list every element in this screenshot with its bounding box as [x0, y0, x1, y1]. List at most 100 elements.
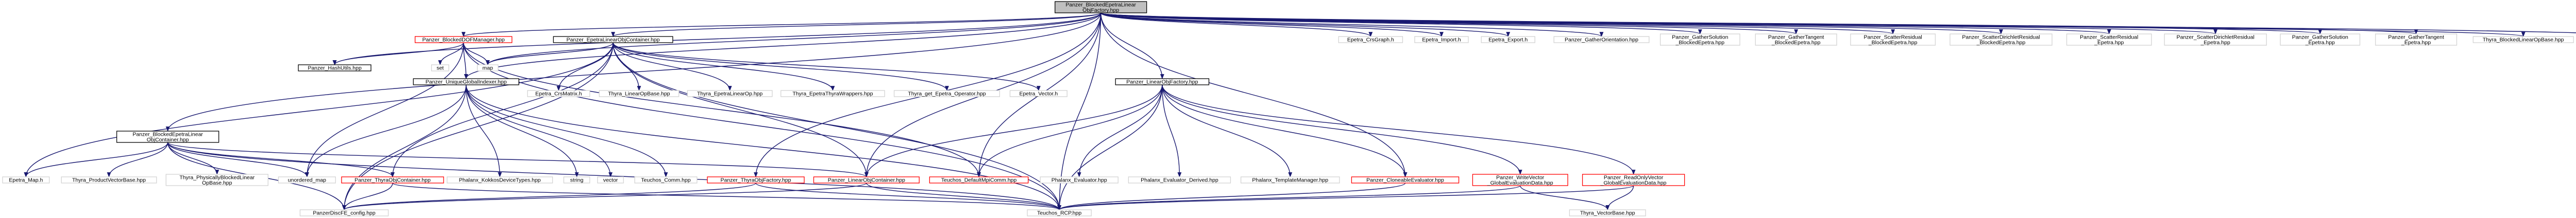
node-label: Panzer_BlockedEpetraLinear	[1065, 2, 1136, 8]
edge-epetra-linobjcontainer-to-epetra-map	[24, 42, 614, 177]
edge-epetra-linobjcontainer-to-thyra-get-epetra-operator	[613, 42, 949, 91]
node-box	[1950, 33, 2053, 46]
node-linear-obj-factory[interactable]: Panzer_LinearObjFactory.hpp	[1115, 78, 1210, 85]
edge-unique-global-indexer-to-vector	[465, 84, 613, 177]
node-label: Panzer_GatherSolution	[2292, 34, 2348, 40]
node-thyra-blocked-linear-op-base: Thyra_BlockedLinearOpBase.hpp	[2472, 36, 2574, 43]
node-thyra-obj-container[interactable]: Panzer_ThyraObjContainer.hpp	[341, 176, 444, 184]
node-label: _Epetra.hpp	[2305, 40, 2335, 46]
node-box	[1128, 176, 1231, 184]
node-box	[599, 90, 680, 97]
node-panzer-disc-fe-config: PanzerDiscFE_config.hpp	[299, 209, 389, 216]
node-thyra-epetra-linear-op: Thyra_EpetraLinearOp.hpp	[687, 90, 773, 97]
node-epetra-crsgraph: Epetra_CrsGraph.h	[1338, 36, 1403, 43]
node-box	[1240, 176, 1340, 184]
node-label: Teuchos_RCP.hpp	[1037, 210, 1081, 216]
node-teuchos-default-mpi-comm[interactable]: Teuchos_DefaultMpiComm.hpp	[929, 176, 1029, 184]
edge-linear-obj-factory-to-phalanx-evaluator	[1077, 84, 1163, 177]
node-box	[553, 36, 673, 43]
node-label: Panzer_BlockedDOFManager.hpp	[422, 37, 505, 43]
node-label: _BlockedEpetra.hpp	[1868, 40, 1918, 46]
node-label: unordered_map	[288, 177, 326, 184]
node-box	[165, 174, 268, 186]
node-label: Panzer_ScatterDirichletResidual	[1962, 34, 2040, 40]
node-read-only-vector-global-evaluation-data[interactable]: Panzer_ReadOnlyVector_GlobalEvaluationDa…	[1582, 174, 1685, 186]
edge-root-to-teuchos-rcp	[1057, 12, 1101, 210]
node-box	[1755, 33, 1837, 46]
node-box	[1055, 1, 1147, 13]
node-label: Epetra_CrsGraph.h	[1347, 37, 1394, 43]
node-box	[780, 90, 885, 97]
node-label: _Epetra.hpp	[2401, 40, 2431, 46]
node-label: ObjFactory.hpp	[1082, 7, 1119, 13]
edge-epetra-linobjcontainer-to-epetra-vector	[613, 42, 1041, 91]
node-label: Panzer_LinearObjFactory.hpp	[1126, 79, 1198, 85]
node-label: Teuchos_DefaultMpiComm.hpp	[941, 177, 1017, 184]
node-phalanx-evaluator-derived: Phalanx_Evaluator_Derived.hpp	[1128, 176, 1231, 184]
node-vector: vector	[597, 176, 624, 184]
edge-hpp-blocked-linobjcontainer-to-thyra-physically-blocked	[167, 142, 219, 175]
node-label: Panzer_UniqueGlobalIndexer.hpp	[426, 79, 507, 85]
node-label: Panzer_ScatterResidual	[2080, 34, 2138, 40]
node-string: string	[563, 176, 590, 184]
edge-unique-global-indexer-to-phalanx-kokkos-device-types	[465, 84, 502, 177]
edge-linear-obj-factory-to-linear-obj-container	[864, 84, 1163, 177]
node-box	[707, 176, 805, 184]
node-teuchos-rcp: Teuchos_RCP.hpp	[1027, 209, 1092, 216]
node-box	[477, 64, 499, 71]
node-label: Phalanx_KokkosDeviceTypes.hpp	[459, 177, 541, 184]
edge-unique-global-indexer-to-unordered-map	[304, 84, 467, 177]
node-blockeddofmanager[interactable]: Panzer_BlockedDOFManager.hpp	[415, 36, 513, 43]
node-label: Panzer_GatherTangent	[2388, 34, 2444, 40]
node-unique-global-indexer[interactable]: Panzer_UniqueGlobalIndexer.hpp	[413, 78, 519, 85]
node-hashutils[interactable]: Panzer_HashUtils.hpp	[298, 64, 371, 71]
node-hpp-blocked-linobjcontainer[interactable]: Panzer_BlockedEpetraLinearObjContainer.h…	[116, 131, 219, 143]
edge-write-vector-global-evaluation-data-to-teuchos-rcp	[1057, 185, 1521, 210]
node-box	[929, 176, 1029, 184]
node-label: Panzer_ThyraObjContainer.hpp	[354, 177, 431, 184]
node-box	[1027, 209, 1092, 216]
node-label: Thyra_LinearOpBase.hpp	[608, 91, 670, 97]
edge-thyra-obj-factory-to-teuchos-rcp	[755, 183, 1061, 210]
node-box	[431, 64, 449, 71]
node-label: _GlobalEvaluationData.hpp	[1600, 180, 1667, 186]
node-map: map	[477, 64, 499, 71]
node-label: vector	[603, 177, 618, 184]
node-label: Epetra_Export.h	[1488, 37, 1528, 43]
node-cloneable-evaluator[interactable]: Panzer_CloneableEvaluator.hpp	[1351, 176, 1460, 184]
node-box	[1040, 176, 1118, 184]
node-label: Teuchos_Comm.hpp	[641, 177, 690, 184]
node-box	[813, 176, 920, 184]
edge-blockeddofmanager-to-hashutils	[332, 42, 464, 65]
edge-blockeddofmanager-to-set	[438, 42, 464, 65]
edge-hpp-blocked-linobjcontainer-to-thyra-product-vector-base	[107, 142, 168, 177]
node-epetra-export: Epetra_Export.h	[1481, 36, 1535, 43]
node-label: Panzer_EpetraLinearObjContainer.hpp	[567, 37, 660, 43]
node-gather-solution-epetra: Panzer_GatherSolution_Epetra.hpp	[2280, 33, 2361, 46]
edge-linear-obj-container-to-panzer-disc-fe-config	[342, 183, 867, 210]
node-write-vector-global-evaluation-data[interactable]: Panzer_WriteVector_GlobalEvaluationData.…	[1472, 174, 1568, 186]
node-label: Panzer_BlockedEpetraLinear	[132, 131, 203, 137]
edge-root-to-epetra-export	[1100, 12, 1510, 37]
node-phalanx-evaluator: Phalanx_Evaluator.hpp	[1040, 176, 1118, 184]
node-thyra-obj-factory[interactable]: Panzer_ThyraObjFactory.hpp	[707, 176, 805, 184]
node-label: Phalanx_TemplateManager.hpp	[1252, 177, 1328, 184]
edge-root-to-epetra-import	[1100, 12, 1444, 37]
node-label: _GlobalEvaluationData.hpp	[1487, 180, 1553, 186]
node-label: Thyra_ProductVectorBase.hpp	[72, 177, 146, 184]
node-teuchos-comm: Teuchos_Comm.hpp	[634, 176, 698, 184]
node-box	[413, 78, 519, 85]
node-label: Panzer_ScatterResidual	[1864, 34, 1922, 40]
node-scatter-residual-epetra: Panzer_ScatterResidual_Epetra.hpp	[2066, 33, 2152, 46]
node-box	[2, 176, 50, 184]
node-box	[1659, 33, 1740, 46]
node-label: _BlockedEpetra.hpp	[1675, 40, 1725, 46]
node-box	[1850, 33, 1936, 46]
node-linear-obj-container[interactable]: Panzer_LinearObjContainer.hpp	[813, 176, 920, 184]
edge-thyra-obj-container-to-teuchos-rcp	[392, 183, 1061, 210]
node-box	[634, 176, 698, 184]
node-epetra-linobjcontainer[interactable]: Panzer_EpetraLinearObjContainer.hpp	[553, 36, 673, 43]
node-label: map	[482, 65, 493, 71]
